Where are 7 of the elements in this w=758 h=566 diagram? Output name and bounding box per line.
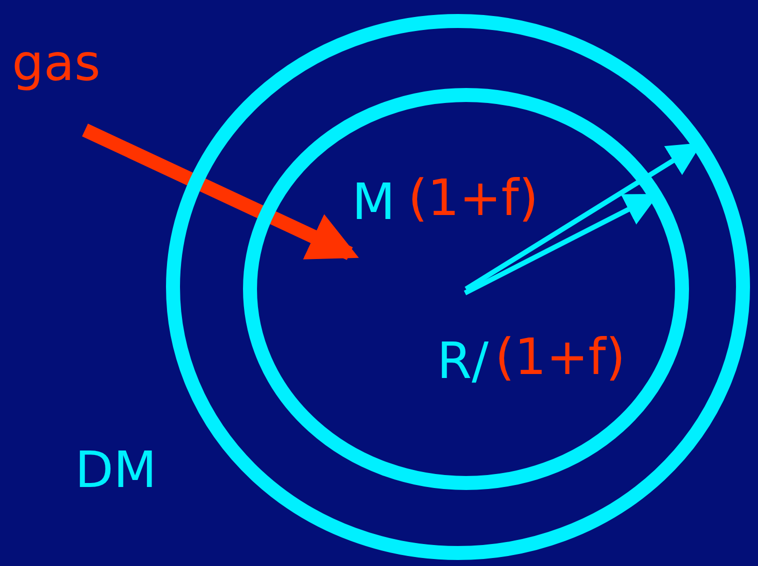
mass-symbol: M [352,177,396,227]
gas-label: gas [12,38,100,88]
factor-label: (1+f) [408,173,538,223]
dm-label: DM [75,445,157,495]
arrow [82,124,359,260]
factor-label: (1+f) [495,332,626,382]
radius-symbol: R/ [437,336,489,386]
